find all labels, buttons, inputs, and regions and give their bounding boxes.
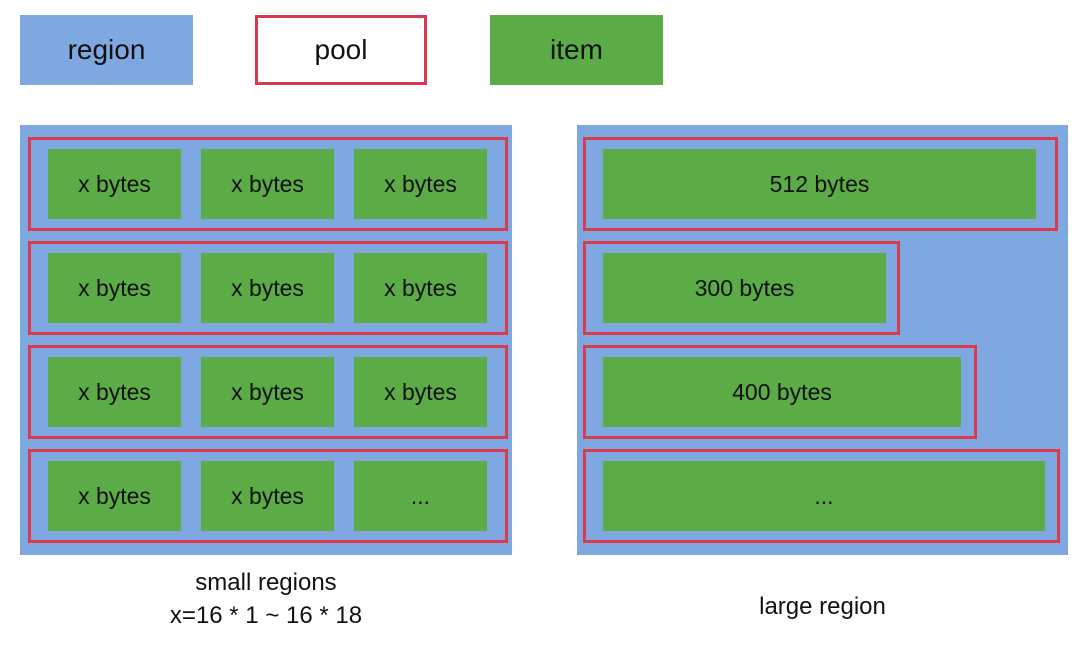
item: x bytes (201, 357, 334, 427)
item-400-bytes: 400 bytes (603, 357, 961, 427)
legend-item-swatch: item (490, 15, 663, 85)
item-label: x bytes (78, 378, 151, 405)
small-region-pool-2: x bytes x bytes x bytes (28, 241, 508, 335)
item-label: 300 bytes (694, 274, 795, 301)
item: x bytes (354, 253, 487, 323)
item-label: x bytes (78, 170, 151, 197)
item-label: x bytes (78, 274, 151, 301)
item-512-bytes: 512 bytes (603, 149, 1036, 219)
item: x bytes (201, 461, 334, 531)
legend-pool-swatch: pool (255, 15, 427, 85)
item-label: x bytes (231, 274, 304, 301)
item-label: x bytes (231, 170, 304, 197)
large-region-pool-1: 512 bytes (583, 137, 1058, 231)
item: x bytes (48, 461, 181, 531)
item-label: x bytes (231, 482, 304, 509)
small-regions-caption-line1: small regions (195, 569, 337, 596)
item-label: 400 bytes (732, 378, 832, 405)
large-region-pool-4: ... (583, 449, 1060, 543)
large-region-caption: large region (759, 593, 886, 620)
large-region-pool-3: 400 bytes (583, 345, 977, 439)
item-label: x bytes (384, 170, 457, 197)
item: x bytes (48, 357, 181, 427)
item: x bytes (354, 149, 487, 219)
item: x bytes (201, 253, 334, 323)
small-regions-caption-line2: x=16 * 1 ~ 16 * 18 (169, 602, 363, 629)
item-label: x bytes (78, 482, 151, 509)
item: x bytes (201, 149, 334, 219)
small-regions-caption: small regions x=16 * 1 ~ 16 * 18 (20, 566, 512, 632)
small-region-pool-3: x bytes x bytes x bytes (28, 345, 508, 439)
legend-pool-label: pool (314, 34, 368, 65)
item: x bytes (48, 253, 181, 323)
item: x bytes (48, 149, 181, 219)
item-label: ... (814, 482, 834, 509)
item-label: x bytes (231, 378, 304, 405)
item: x bytes (354, 357, 487, 427)
legend-region-label: region (67, 34, 146, 65)
item-label: x bytes (384, 378, 457, 405)
item-label: 512 bytes (769, 170, 870, 197)
item-300-bytes: 300 bytes (603, 253, 886, 323)
item-label: x bytes (384, 274, 457, 301)
large-region-block: 512 bytes 300 bytes 400 bytes ... (577, 125, 1068, 555)
item-ellipsis: ... (603, 461, 1045, 531)
legend-item-label: item (550, 34, 603, 65)
small-region-pool-4: x bytes x bytes ... (28, 449, 508, 543)
small-regions-block: x bytes x bytes x bytes x bytes x bytes … (20, 125, 512, 555)
item-label: ... (410, 482, 431, 509)
item-ellipsis: ... (354, 461, 487, 531)
small-region-pool-1: x bytes x bytes x bytes (28, 137, 508, 231)
large-region-pool-2: 300 bytes (583, 241, 900, 335)
legend-region-swatch: region (20, 15, 193, 85)
